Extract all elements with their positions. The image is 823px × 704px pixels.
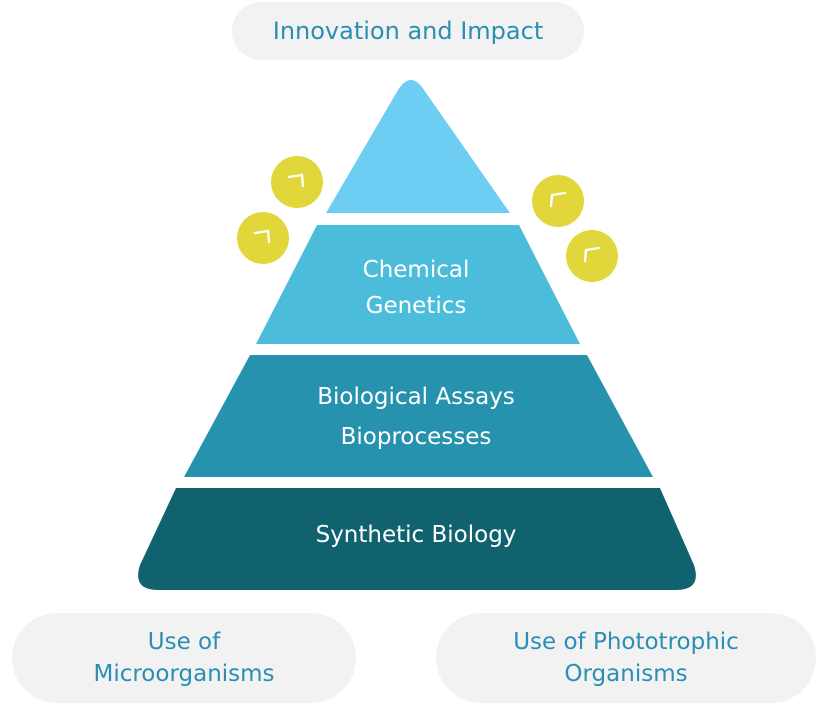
bottom-right-line: Organisms (564, 661, 688, 687)
tier-chemical-genetics-label: Chemical Genetics (316, 248, 516, 328)
tier-line: Biological Assays (317, 384, 515, 410)
tier-synthetic-biology-label: Synthetic Biology (230, 510, 602, 560)
coin-icon (237, 212, 289, 264)
bottom-left-label-pill: Use of Microorganisms (12, 613, 356, 703)
top-label: Innovation and Impact (272, 17, 544, 45)
bottom-right-line: Use of Phototrophic (513, 629, 739, 655)
coin-icon (566, 230, 618, 282)
corner-arrow-icon (583, 246, 601, 263)
bottom-right-label-pill: Use of Phototrophic Organisms (436, 613, 816, 703)
tier-line: Bioprocesses (340, 424, 492, 450)
bottom-left-line: Use of (147, 629, 221, 655)
tier-line: Synthetic Biology (315, 522, 517, 548)
bottom-left-line: Microorganisms (93, 661, 275, 687)
pyramid-tier-synthetic-biology (138, 488, 696, 590)
pyramid-tier-chemical-genetics (256, 225, 580, 344)
top-label-pill: Innovation and Impact (232, 2, 584, 60)
pyramid-tier-apex (326, 80, 510, 213)
pyramid-tier-assays-bioprocesses (184, 355, 653, 477)
corner-arrow-icon (253, 229, 271, 244)
corner-arrow-icon (549, 191, 567, 208)
tier-line: Chemical (362, 257, 470, 283)
corner-arrow-icon (287, 173, 305, 188)
coin-icon (271, 156, 323, 208)
tier-assays-bioprocesses-label: Biological Assays Bioprocesses (250, 374, 582, 460)
coin-icon (532, 175, 584, 227)
tier-line: Genetics (365, 293, 467, 319)
